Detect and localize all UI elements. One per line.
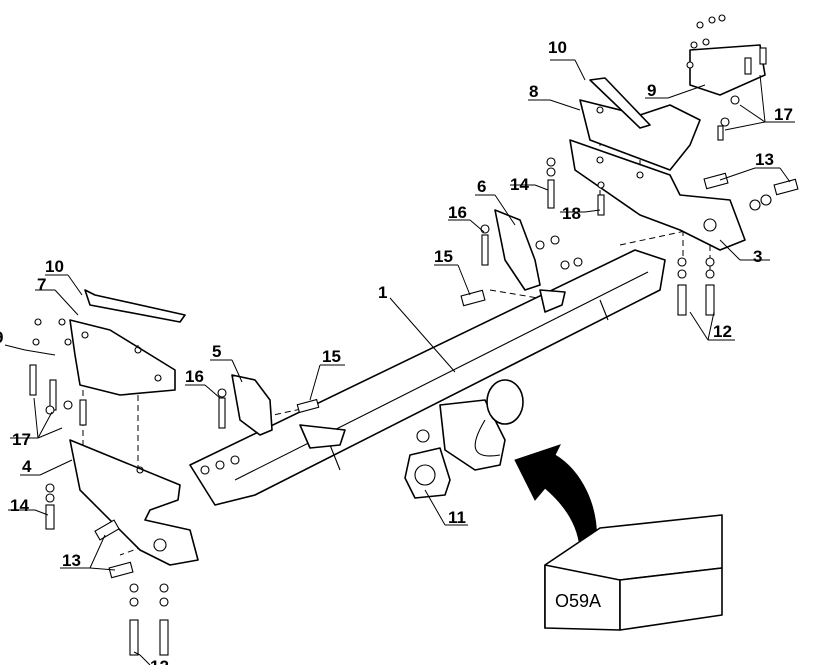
left-bolts	[29, 318, 87, 426]
part-label: 9	[0, 328, 3, 347]
right-side-bracket	[569, 139, 746, 251]
part-labels: 1 3 4 5 6 7 8 9 9 10 10 11 12 12 13 13 1…	[0, 38, 793, 665]
part-label: 10	[45, 257, 64, 276]
part-label: 10	[548, 38, 567, 57]
part-label: 4	[22, 457, 32, 476]
part-label: 12	[150, 657, 169, 665]
part-label: 13	[62, 551, 81, 570]
right-mount-plate	[579, 77, 701, 171]
part-label: 17	[774, 105, 793, 124]
small-fasteners	[45, 157, 799, 656]
part-label: 14	[510, 175, 529, 194]
part-label: 18	[562, 204, 581, 223]
part-label: 7	[37, 275, 46, 294]
direction-arrow	[514, 444, 598, 549]
center-brackets	[231, 209, 566, 449]
part-label: 16	[448, 203, 467, 222]
part-label: 3	[753, 247, 762, 266]
part-label: 12	[713, 322, 732, 341]
part-label: 15	[322, 347, 341, 366]
part-label: 13	[755, 150, 774, 169]
part-label: 5	[212, 342, 221, 361]
part-label: 15	[434, 247, 453, 266]
part-label: 8	[529, 82, 538, 101]
product-box: O59A	[544, 514, 723, 631]
part-label: 1	[378, 283, 387, 302]
left-mount-plate	[69, 289, 186, 396]
leader-lines	[4, 59, 795, 665]
top-right-bolts	[686, 14, 767, 141]
tow-ball-assembly	[404, 379, 524, 499]
product-code-label: O59A	[555, 591, 601, 611]
part-label: 17	[12, 430, 31, 449]
part-label: 6	[477, 177, 486, 196]
left-side-bracket	[69, 439, 199, 566]
part-label: 14	[10, 496, 29, 515]
part-label: 9	[647, 81, 656, 100]
part-label: 16	[185, 367, 204, 386]
part-label: 11	[448, 508, 466, 527]
